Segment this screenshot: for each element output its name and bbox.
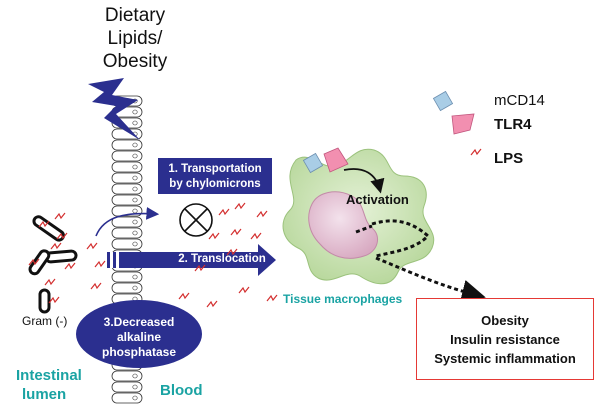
lps-icon — [38, 220, 50, 228]
epithelial-cell-nucleus — [132, 153, 138, 159]
lps-icon — [90, 282, 102, 290]
title-line-3: Obesity — [102, 51, 168, 72]
epithelial-cell-nucleus — [132, 241, 138, 247]
signal-path-dotted — [371, 219, 431, 258]
epithelial-cell-nucleus — [132, 109, 138, 115]
lps-icon — [54, 212, 66, 220]
alkaline-line-1: 3.Decreased — [103, 315, 175, 329]
epithelial-cell-nucleus — [132, 384, 138, 390]
epithelial-cell-nucleus — [132, 285, 138, 291]
epithelial-cell — [111, 150, 143, 162]
epithelial-cell — [111, 194, 143, 206]
macrophage-nucleus — [308, 191, 379, 259]
lps-icon — [50, 242, 62, 250]
title-line-1: Dietary — [104, 5, 166, 26]
epithelial-cell — [111, 172, 143, 184]
lps-icon — [250, 232, 262, 240]
intestinal-line: Intestinal — [16, 367, 82, 384]
legend-mcd14-icon — [432, 90, 454, 112]
outcome-arrow-dotted — [375, 256, 486, 304]
lps-icon — [178, 292, 190, 300]
epithelial-cell — [111, 392, 143, 404]
intestinal-lumen-label: Intestinal lumen — [16, 366, 82, 404]
lps-icon — [206, 300, 218, 308]
epithelial-cell — [111, 282, 143, 294]
transportation-label: 1. Transportation by chylomicrons — [158, 162, 272, 192]
epithelial-cell-nucleus — [132, 395, 138, 401]
epithelial-cell — [111, 271, 143, 283]
outcome-box: Obesity Insulin resistance Systemic infl… — [416, 298, 594, 380]
epithelial-cell-nucleus — [132, 219, 138, 225]
lps-icon — [94, 260, 106, 268]
lps-icon — [234, 202, 246, 210]
lps-icon — [48, 296, 60, 304]
lps-icon — [28, 258, 40, 266]
nucleus-signal-dotted — [355, 224, 373, 234]
gram-negative-label: Gram (-) — [22, 314, 68, 328]
lps-icon — [208, 232, 220, 240]
epithelial-cell — [111, 381, 143, 393]
lps-icon — [238, 286, 250, 294]
lps-icon — [86, 242, 98, 250]
lps-icon — [218, 208, 230, 216]
tlr4-receptor-icon — [323, 147, 349, 173]
activation-arrow — [343, 168, 385, 194]
epithelial-cell-nucleus — [132, 274, 138, 280]
epithelial-cell — [111, 370, 143, 382]
epithelial-cell-nucleus — [132, 186, 138, 192]
legend-lps-label: LPS — [494, 150, 524, 167]
lps-icon — [194, 264, 206, 272]
epithelial-cell-nucleus — [132, 373, 138, 379]
alkaline-phosphatase-ellipse — [76, 300, 202, 368]
translocation-arrow — [104, 244, 276, 276]
lps-icon — [226, 248, 238, 256]
lps-icon — [44, 278, 56, 286]
lumen-line: lumen — [22, 386, 67, 403]
alkaline-line-3: phosphatase — [101, 345, 176, 359]
gram-negative-bacteria — [28, 215, 78, 314]
lps-icon — [56, 232, 68, 240]
lps-icon — [470, 148, 482, 156]
lps-icon — [266, 294, 278, 302]
mcd14-receptor-icon — [302, 152, 324, 174]
lps-molecules — [28, 148, 482, 308]
epithelial-cell — [111, 183, 143, 195]
transport-arrow — [95, 206, 160, 237]
lps-icon — [256, 210, 268, 218]
epithelial-cell — [111, 139, 143, 151]
activation-label: Activation — [346, 192, 409, 207]
lps-icon — [64, 262, 76, 270]
epithelial-cell-nucleus — [132, 197, 138, 203]
legend-tlr4-icon — [451, 113, 475, 135]
alkaline-line-2: alkaline — [116, 330, 162, 344]
outcome-obesity: Obesity — [481, 312, 529, 328]
transportation-line-1: 1. Transportation — [168, 163, 262, 175]
epithelial-cell-nucleus — [132, 142, 138, 148]
epithelial-cell — [111, 161, 143, 173]
lps-icon — [230, 228, 242, 236]
legend-tlr4-label: TLR4 — [494, 116, 532, 133]
epithelial-cell-nucleus — [132, 208, 138, 214]
dietary-lipids-obesity-label: Dietary Lipids/ Obesity — [92, 4, 178, 73]
lightning-bolt-icon — [88, 78, 140, 140]
legend-mcd14-label: mCD14 — [494, 92, 545, 109]
outcome-systemic-inflammation: Systemic inflammation — [434, 350, 576, 366]
alkaline-phosphatase-label: 3.Decreased alkaline phosphatase — [78, 315, 200, 360]
blood-label: Blood — [160, 382, 203, 399]
epithelial-cell — [111, 227, 143, 239]
epithelial-cell-nucleus — [132, 164, 138, 170]
epithelial-cell-nucleus — [132, 175, 138, 181]
epithelial-cell-nucleus — [132, 230, 138, 236]
epithelial-cell — [111, 238, 143, 250]
epithelial-cell-nucleus — [132, 120, 138, 126]
outcome-insulin-resistance: Insulin resistance — [450, 331, 560, 347]
transportation-line-2: by chylomicrons — [169, 178, 261, 190]
title-line-2: Lipids/ — [107, 28, 163, 49]
tissue-macrophages-label: Tissue macrophages — [283, 292, 403, 306]
epithelial-cell — [111, 216, 143, 228]
translocation-label: 2. Translocation — [178, 253, 266, 265]
transportation-box — [158, 158, 272, 194]
